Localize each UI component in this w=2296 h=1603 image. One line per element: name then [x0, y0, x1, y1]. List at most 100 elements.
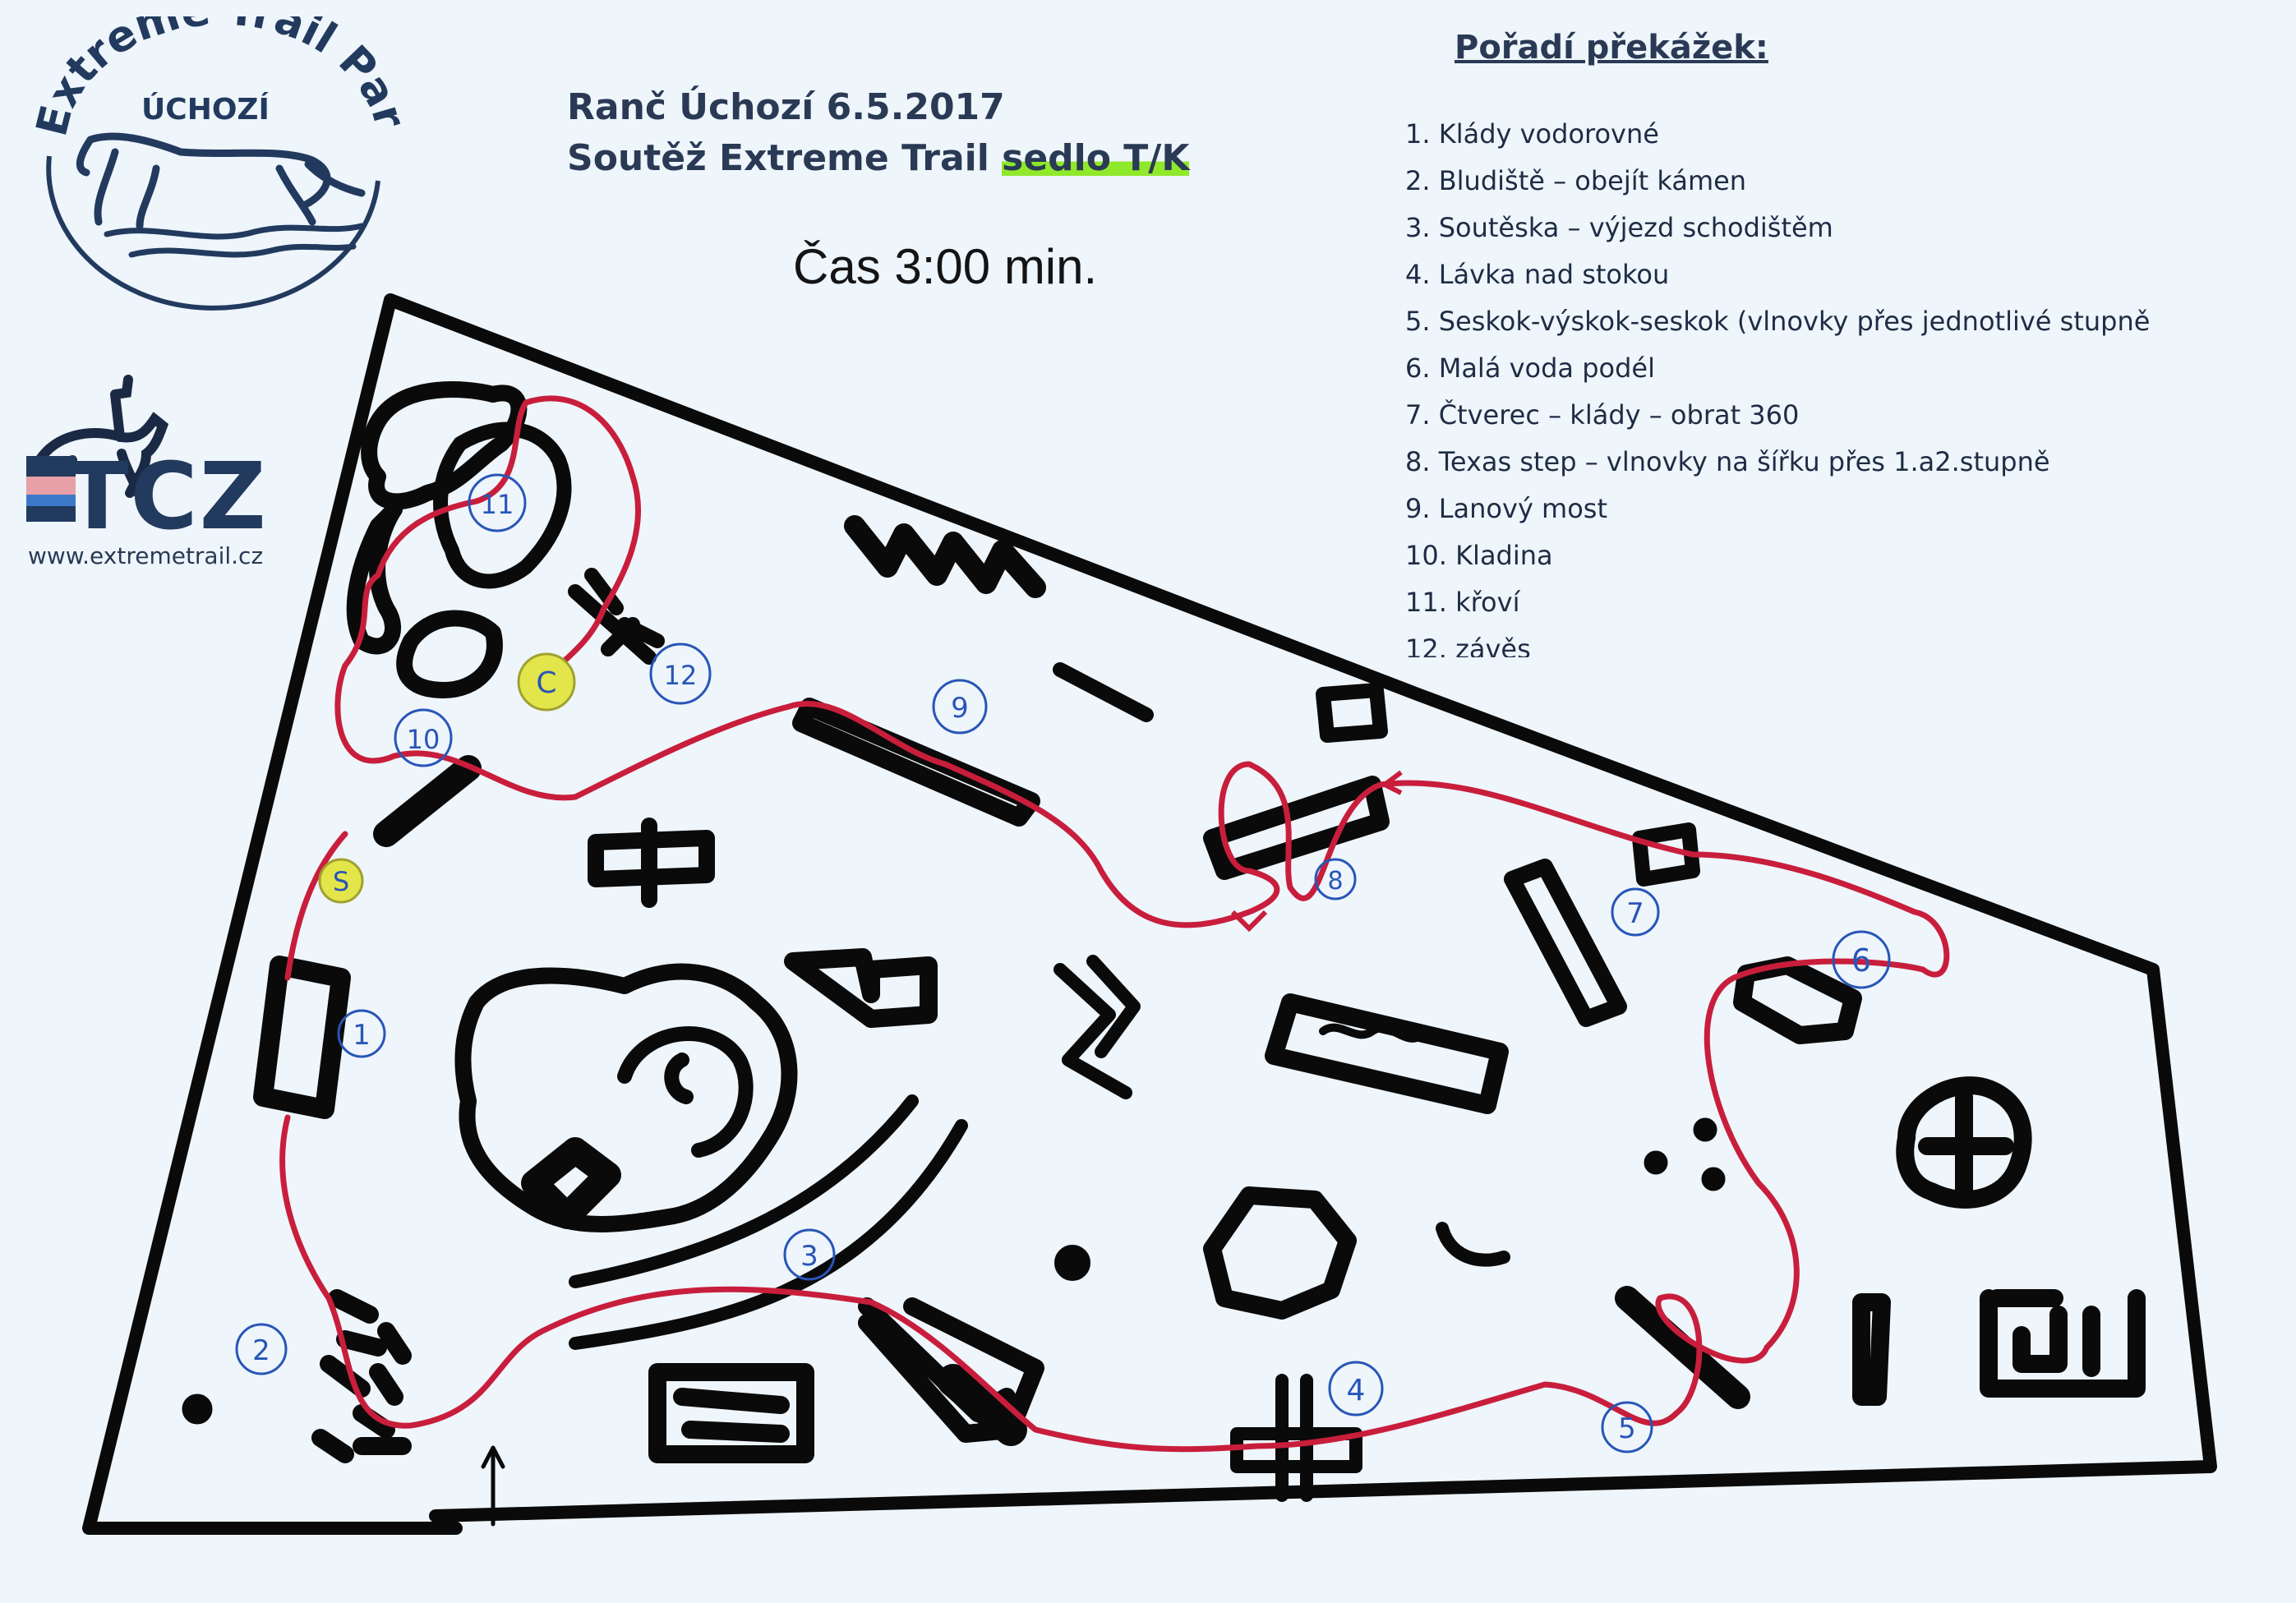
time-limit: Čas 3:00 min.	[793, 239, 1098, 294]
marker-11-label: 11	[481, 489, 514, 520]
rock-dot	[1644, 1150, 1668, 1175]
curtain-obstacle	[568, 568, 665, 665]
bush-obstacle	[396, 610, 503, 698]
marker-12-label: 12	[664, 660, 698, 691]
legend-item: 9. Lanový most	[1405, 493, 1608, 524]
boulder-obstacle	[1054, 1245, 1090, 1281]
legend-item: 3. Soutěska – výjezd schodištěm	[1405, 212, 1833, 243]
marker-2: 2	[235, 1323, 288, 1375]
etcz-org-name: TCZ	[66, 444, 268, 550]
saddle-highlight: sedlo T/K	[1002, 137, 1190, 179]
marker-12: 12	[649, 643, 712, 705]
marker-8: 8	[1314, 858, 1357, 901]
horse-icon	[76, 132, 366, 230]
pond-inner-path	[617, 1026, 754, 1158]
pillar-obstacle	[1852, 1293, 1891, 1406]
legend-item: 2. Bludiště – obejít kámen	[1405, 165, 1747, 196]
entrance-arrow-icon	[481, 1445, 505, 1527]
hook-obstacle	[1436, 1222, 1510, 1267]
legend-item: 7. Čtverec – klády – obrat 360	[1405, 399, 1800, 431]
event-subtitle: Soutěž Extreme Trail sedlo T/K	[567, 137, 1190, 179]
start-marker: S	[318, 858, 364, 904]
park-location-text: ÚCHOZÍ	[141, 92, 270, 127]
marker-4-label: 4	[1347, 1374, 1366, 1407]
water-waves	[1319, 1023, 1475, 1049]
legend-item: 4. Lávka nad stokou	[1405, 259, 1670, 290]
marker-10-label: 10	[407, 724, 440, 755]
legend-item: 1. Klády vodorovné	[1405, 118, 1659, 150]
legend-item: 12. závěs	[1405, 633, 1531, 657]
arena-boundary	[82, 293, 2217, 1535]
step-obstacle	[784, 948, 938, 1028]
marker-10: 10	[394, 708, 453, 767]
route-path	[279, 395, 1950, 1453]
legend-item: 10. Kladina	[1405, 540, 1553, 571]
marker-9-label: 9	[951, 692, 969, 725]
water-icon	[104, 223, 365, 258]
log-obstacle	[1053, 662, 1154, 722]
start-marker-label: S	[333, 866, 349, 897]
gorge-wall	[569, 1094, 919, 1288]
legend-item: 5. Seskok-výskok-seskok (vlnovky přes je…	[1405, 306, 2151, 337]
etcz-logo	[26, 375, 169, 522]
legend-item: 8. Texas step – vlnovky na šířku přes 1.…	[1405, 446, 2050, 477]
bench-obstacle	[648, 1363, 814, 1463]
marker-5: 5	[1601, 1401, 1653, 1453]
rock-dot	[182, 1393, 213, 1425]
gate-obstacle	[588, 818, 715, 908]
legend-item: 6. Malá voda podél	[1405, 352, 1655, 384]
rock-dot	[1693, 1117, 1717, 1142]
route-direction-arrow-icon	[1230, 770, 1403, 933]
obstacle-legend: 1. Klády vodorovné 2. Bludiště – obejít …	[1405, 111, 2276, 657]
marker-3: 3	[783, 1228, 836, 1281]
water-obstacle	[1265, 993, 1509, 1114]
rock-dot	[1701, 1167, 1726, 1191]
rock-obstacle	[521, 1137, 621, 1229]
texas-step-obstacle	[1203, 776, 1390, 880]
block-obstacle	[1316, 683, 1388, 743]
website-link[interactable]: www.extremetrail.cz	[28, 542, 264, 569]
pond-obstacle	[454, 963, 798, 1232]
marker-1-label: 1	[353, 1019, 371, 1052]
bush-obstacle	[361, 381, 528, 510]
marker-2-label: 2	[252, 1334, 270, 1367]
marker-5-label: 5	[1618, 1412, 1636, 1445]
finish-marker: C	[517, 652, 576, 712]
event-header: Ranč Úchozí 6.5.2017 Soutěž Extreme Trai…	[567, 82, 1307, 184]
stairs-block	[937, 1364, 1027, 1446]
marker-1: 1	[337, 1009, 386, 1058]
event-title: Ranč Úchozí 6.5.2017	[567, 86, 1005, 128]
block-obstacle	[1632, 822, 1700, 887]
marker-9: 9	[932, 679, 988, 735]
park-logo: Extreme Trail Park ÚCHOZÍ	[16, 16, 414, 311]
round-rock-obstacle	[1896, 1076, 2032, 1209]
balance-beam-obstacle	[373, 755, 482, 847]
jump-log-obstacle	[1615, 1286, 1750, 1409]
marker-7-label: 7	[1626, 897, 1644, 930]
gorge-wall	[569, 1119, 968, 1350]
legend-title: Pořadí překážek:	[1455, 29, 1768, 67]
bush-obstacle	[346, 501, 403, 655]
bush-obstacle	[433, 421, 572, 589]
route-segment	[284, 831, 348, 981]
maze-obstacle	[1980, 1289, 2146, 1398]
zigzag-obstacle	[1053, 955, 1141, 1099]
marker-7: 7	[1611, 887, 1660, 937]
horizontal-logs-obstacle	[253, 956, 351, 1119]
octagon-obstacle	[1203, 1186, 1357, 1320]
small-water-obstacle	[1733, 956, 1862, 1044]
marker-3-label: 3	[800, 1240, 818, 1273]
zigzag-obstacle	[844, 515, 1046, 598]
maze-rocks-obstacle	[311, 1289, 412, 1463]
marker-6: 6	[1832, 930, 1891, 989]
rope-bridge-obstacle	[792, 698, 1040, 827]
bridge-obstacle	[1230, 1374, 1362, 1502]
marker-6-label: 6	[1851, 942, 1871, 979]
marker-11: 11	[468, 473, 527, 532]
marker-8-label: 8	[1327, 867, 1343, 896]
legend-item: 11. křoví	[1405, 587, 1520, 618]
marker-4: 4	[1328, 1361, 1384, 1416]
square-log-obstacle	[1504, 859, 1627, 1027]
